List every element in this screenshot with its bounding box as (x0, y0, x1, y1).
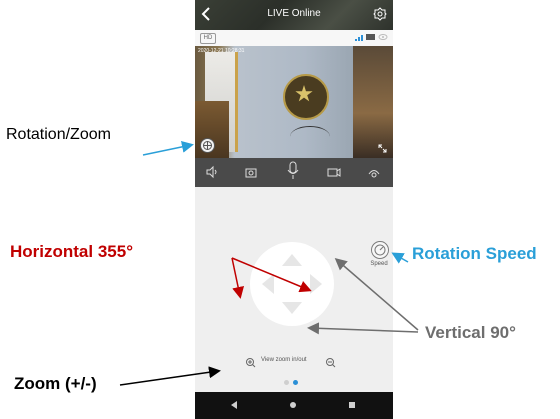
zoom-in-button[interactable] (245, 355, 256, 368)
direction-arrows-icon (262, 254, 322, 314)
page-dot-1[interactable] (284, 380, 289, 385)
signal-icon (354, 35, 363, 41)
talk-button[interactable] (286, 161, 300, 179)
status-row: HD (195, 30, 393, 46)
record-button[interactable] (327, 165, 341, 179)
vertical-arrow-down (307, 322, 419, 335)
zoom-in-icon (246, 358, 256, 368)
microphone-icon (287, 161, 299, 179)
speaker-icon (206, 165, 217, 179)
zoom-arrow (119, 366, 221, 386)
annotation-rotation-zoom: Rotation/Zoom (6, 126, 111, 143)
hd-badge[interactable]: HD (200, 33, 216, 44)
settings-button[interactable] (373, 7, 387, 21)
page-dot-2[interactable] (293, 380, 298, 385)
horizontal-arrow-right (231, 257, 312, 293)
android-nav-bar (195, 392, 393, 419)
phone-screen: LIVE Online HD 2020-12-21 10:28:31 (195, 0, 393, 419)
zoom-label: View zoom in/out (261, 357, 307, 363)
speed-label: Speed (370, 261, 388, 267)
camera-icon (245, 168, 257, 178)
zoom-row: View zoom in/out (245, 355, 345, 368)
rotation-zoom-arrow (142, 140, 194, 156)
vertical-arrow-up (334, 258, 419, 331)
record-icon (327, 168, 341, 177)
speed-button[interactable] (371, 241, 389, 259)
speaker-button[interactable] (205, 165, 219, 179)
status-icons (354, 33, 388, 43)
fullscreen-button[interactable] (378, 140, 387, 153)
back-button[interactable] (201, 6, 215, 22)
nav-back-button[interactable] (231, 401, 237, 409)
nav-home-button[interactable] (290, 402, 296, 408)
preset-icon (368, 170, 380, 178)
video-timestamp: 2020-12-21 10:28:31 (198, 48, 245, 54)
battery-icon (366, 34, 376, 40)
preset-button[interactable] (367, 165, 381, 179)
video-cable (290, 126, 330, 147)
eye-icon (378, 34, 388, 40)
rotation-zoom-button[interactable] (200, 138, 215, 153)
horizontal-arrow-left (231, 257, 245, 299)
video-right-wall (353, 46, 393, 158)
fullscreen-icon (378, 144, 387, 153)
ptz-panel: Speed View zoom in/out (195, 187, 393, 392)
top-bar: LIVE Online (195, 0, 393, 30)
video-seal (283, 74, 329, 120)
gear-icon (373, 7, 387, 21)
rotation-speed-arrow (391, 252, 409, 264)
annotation-rotation-speed: Rotation Speed (412, 244, 537, 263)
zoom-out-icon (326, 358, 336, 368)
rotation-icon (203, 141, 212, 150)
annotation-horizontal: Horizontal 355° (10, 242, 133, 261)
live-video[interactable]: 2020-12-21 10:28:31 (195, 46, 393, 158)
zoom-out-button[interactable] (325, 355, 336, 368)
ptz-joystick[interactable] (250, 242, 334, 326)
back-icon (201, 7, 210, 21)
annotation-zoom: Zoom (+/-) (14, 374, 97, 393)
page-indicator (284, 380, 304, 386)
nav-recents-button[interactable] (349, 402, 355, 408)
speedometer-icon (374, 244, 386, 256)
control-bar (195, 158, 393, 187)
annotation-vertical: Vertical 90° (425, 323, 516, 342)
snapshot-button[interactable] (244, 165, 258, 179)
page-title: LIVE Online (267, 8, 321, 19)
